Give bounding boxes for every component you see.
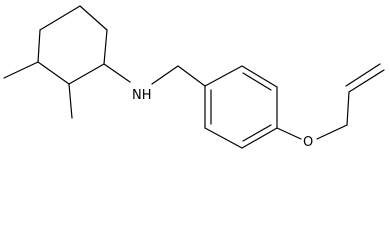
bond xyxy=(39,5,81,31)
double-bond-inner xyxy=(242,72,272,91)
double-bond-inner xyxy=(345,63,381,87)
molecule-structure-diagram: NH O xyxy=(3,5,385,150)
bond xyxy=(151,65,179,85)
bond xyxy=(241,65,278,88)
cyclohexane-ring xyxy=(37,5,108,85)
bond xyxy=(346,91,350,126)
methyl-bond xyxy=(68,83,73,119)
methyl-bond xyxy=(3,61,39,79)
bond xyxy=(79,5,108,31)
bond xyxy=(177,65,206,87)
bond xyxy=(68,63,105,85)
double-bond-inner xyxy=(242,124,272,142)
bond xyxy=(348,69,385,93)
bond xyxy=(276,127,302,140)
bond xyxy=(37,61,70,85)
bond xyxy=(37,29,41,63)
benzene-ring xyxy=(204,65,278,149)
nitrogen-label: NH xyxy=(132,88,152,103)
bond xyxy=(204,65,243,87)
bond xyxy=(204,127,243,149)
terminal-double-bond xyxy=(345,63,385,93)
bond xyxy=(316,124,348,140)
oxygen-label: O xyxy=(303,135,313,150)
bond xyxy=(241,127,278,149)
methyl-groups xyxy=(3,61,73,119)
bond xyxy=(103,29,108,65)
bond xyxy=(103,63,131,83)
